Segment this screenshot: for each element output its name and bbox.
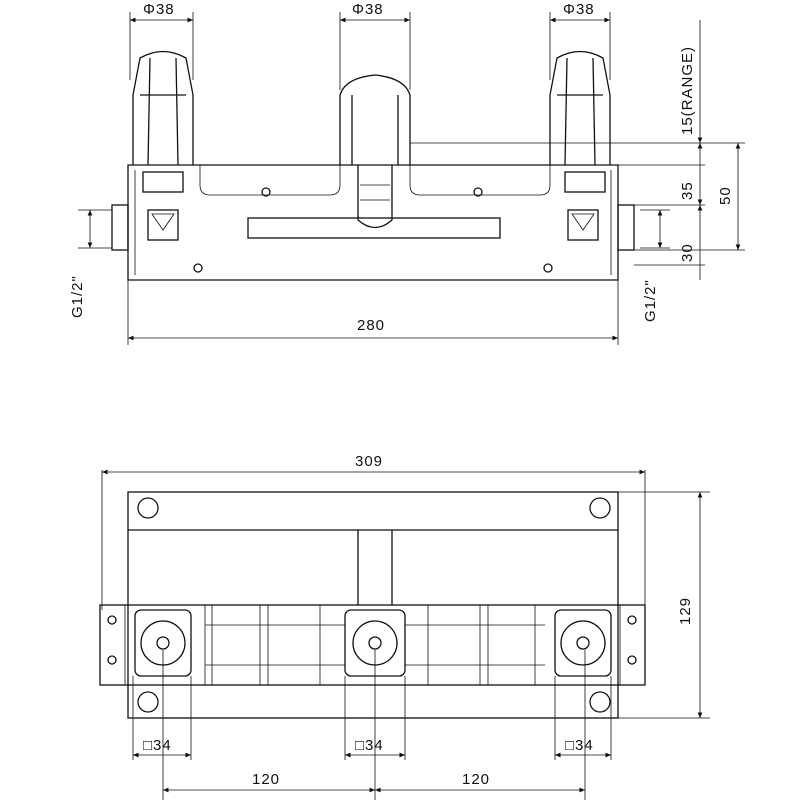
bottom-view: 309 129 □34 □34 □34 120 bbox=[99, 453, 710, 800]
square-right: □34 bbox=[565, 737, 594, 754]
handle-right bbox=[549, 50, 611, 166]
spacing-left: 120 bbox=[252, 771, 280, 788]
knob-right bbox=[554, 609, 612, 677]
square-left: □34 bbox=[143, 737, 172, 754]
inlet-left bbox=[111, 204, 129, 251]
inlet-right bbox=[617, 204, 635, 251]
valve-body bbox=[127, 164, 619, 281]
rail bbox=[99, 604, 646, 686]
dim-50: 50 bbox=[717, 186, 734, 205]
square-center: □34 bbox=[355, 737, 384, 754]
top-view: Φ38 Φ38 Φ38 15(RANGE) 35 50 30 G1/2" G1/… bbox=[69, 1, 745, 345]
inlet-right-label: G1/2" bbox=[642, 279, 659, 322]
diameter-left: Φ38 bbox=[143, 1, 175, 18]
range-label: 15(RANGE) bbox=[679, 46, 696, 135]
width-309: 309 bbox=[355, 453, 383, 470]
dim-30: 30 bbox=[679, 243, 696, 262]
dim-35: 35 bbox=[679, 181, 696, 200]
inlet-left-label: G1/2" bbox=[69, 275, 86, 318]
diameter-center: Φ38 bbox=[352, 1, 384, 18]
handle-left bbox=[132, 50, 194, 166]
depth-129: 129 bbox=[677, 597, 694, 625]
diameter-right: Φ38 bbox=[563, 1, 595, 18]
spacing-right: 120 bbox=[462, 771, 490, 788]
mixing-bar bbox=[247, 217, 501, 239]
width-280: 280 bbox=[357, 317, 385, 334]
handle-center bbox=[339, 74, 411, 165]
